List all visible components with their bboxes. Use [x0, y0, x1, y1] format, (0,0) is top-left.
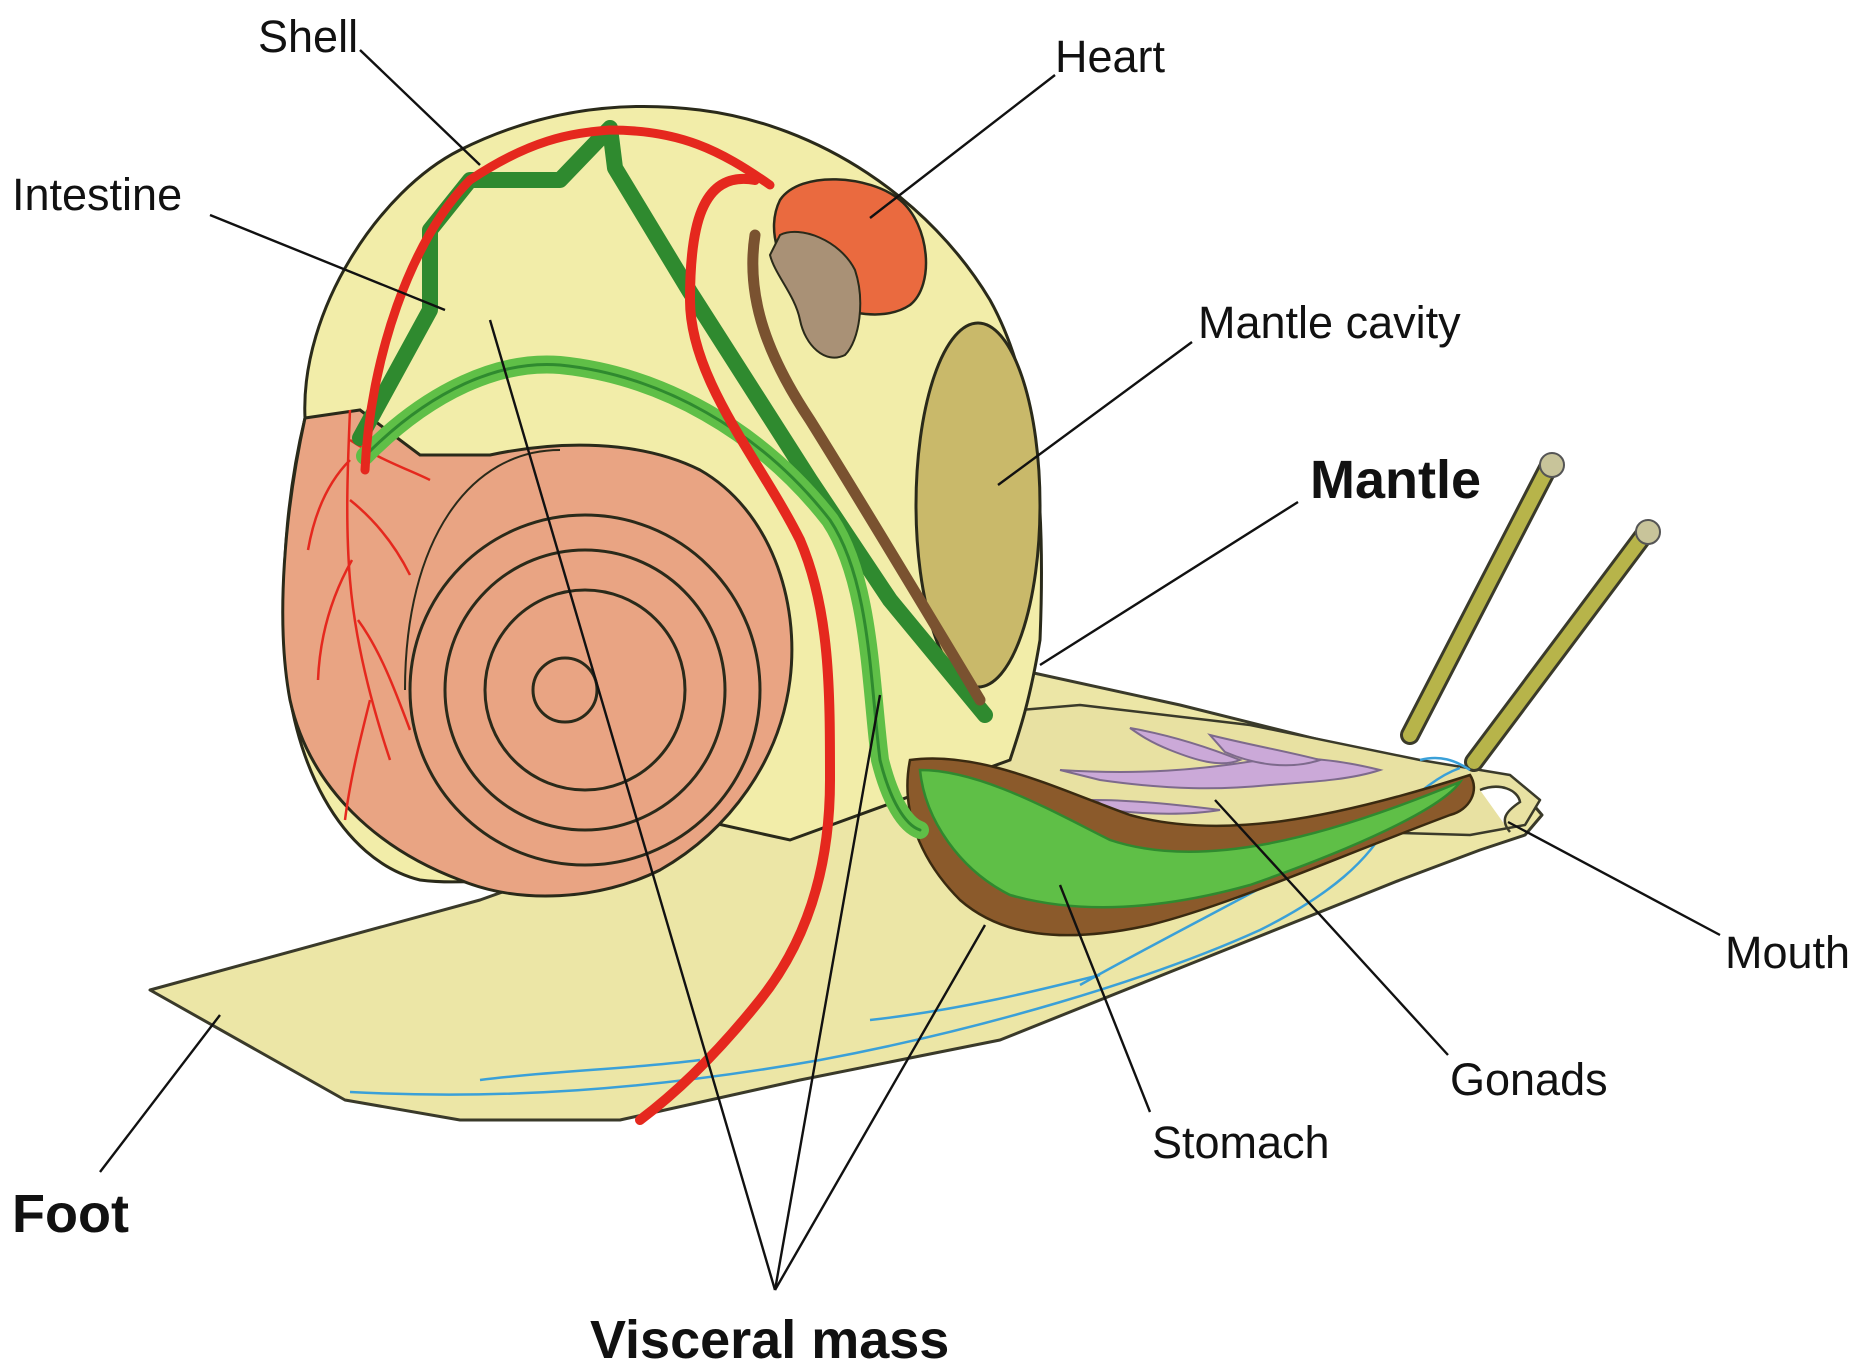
- label-shell: Shell: [258, 11, 358, 62]
- label-mantle: Mantle: [1310, 450, 1481, 510]
- label-gonads: Gonads: [1450, 1054, 1608, 1105]
- label-heart: Heart: [1055, 31, 1166, 82]
- label-mouth: Mouth: [1725, 927, 1850, 978]
- label-mantle-cavity: Mantle cavity: [1198, 297, 1461, 348]
- label-foot: Foot: [12, 1184, 129, 1244]
- label-visceral-mass: Visceral mass: [590, 1310, 949, 1367]
- label-intestine: Intestine: [12, 169, 182, 220]
- label-stomach: Stomach: [1152, 1117, 1330, 1168]
